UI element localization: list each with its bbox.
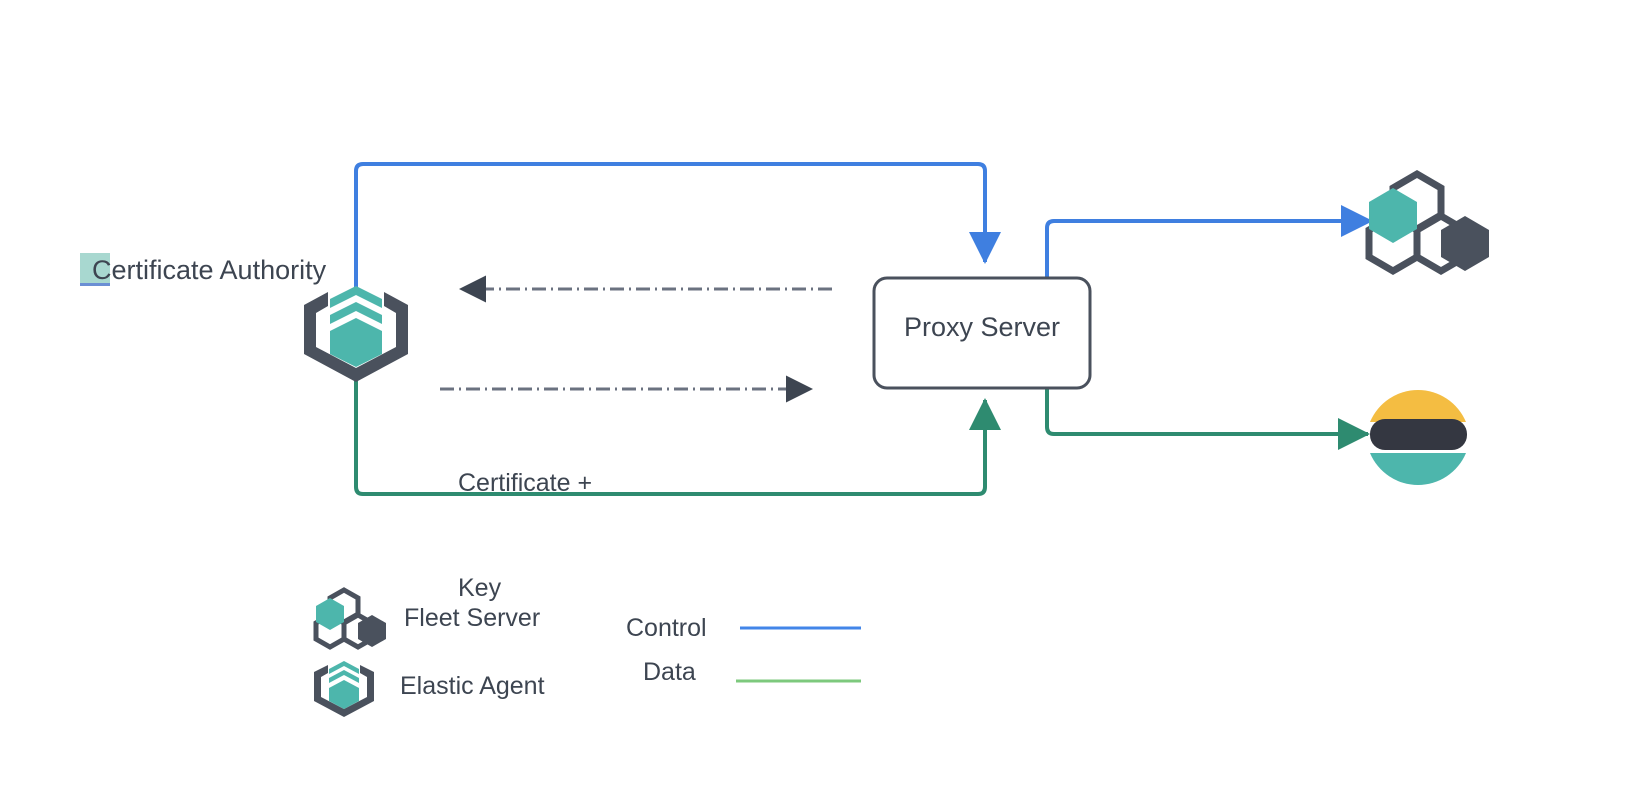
legend-item-elastic-agent-label: Elastic Agent <box>400 672 545 700</box>
fleet-server-icon <box>1365 169 1489 276</box>
edge-data-agent-to-proxy <box>354 375 1001 496</box>
elasticsearch-icon <box>1370 390 1467 485</box>
edge-control-agent-to-proxy <box>354 162 1001 290</box>
legend-fleet-server-icon <box>313 587 386 650</box>
proxy-server-box[interactable] <box>872 276 1092 390</box>
edge-data-proxy-to-elasticsearch <box>1045 383 1370 450</box>
certificate-key-line-2: Key <box>458 574 502 602</box>
certificate-key-label: Certificate + Key <box>458 396 592 676</box>
legend-line-data-label: Data <box>643 658 696 686</box>
certificate-authority-label: Certificate Authority <box>92 255 327 285</box>
certificate-key-line-1: Certificate + <box>458 469 593 497</box>
legend-elastic-agent-icon <box>314 661 374 717</box>
elastic-agent-icon <box>304 286 408 382</box>
certificate-authority-underline <box>80 283 110 286</box>
legend-line-control-label: Control <box>626 614 707 642</box>
legend-item-fleet-server-label: Fleet Server <box>404 604 541 632</box>
proxy-server-label: Proxy Server <box>903 312 1061 342</box>
edge-control-proxy-to-fleet <box>1045 205 1373 278</box>
certificate-authority-highlight <box>80 253 110 285</box>
